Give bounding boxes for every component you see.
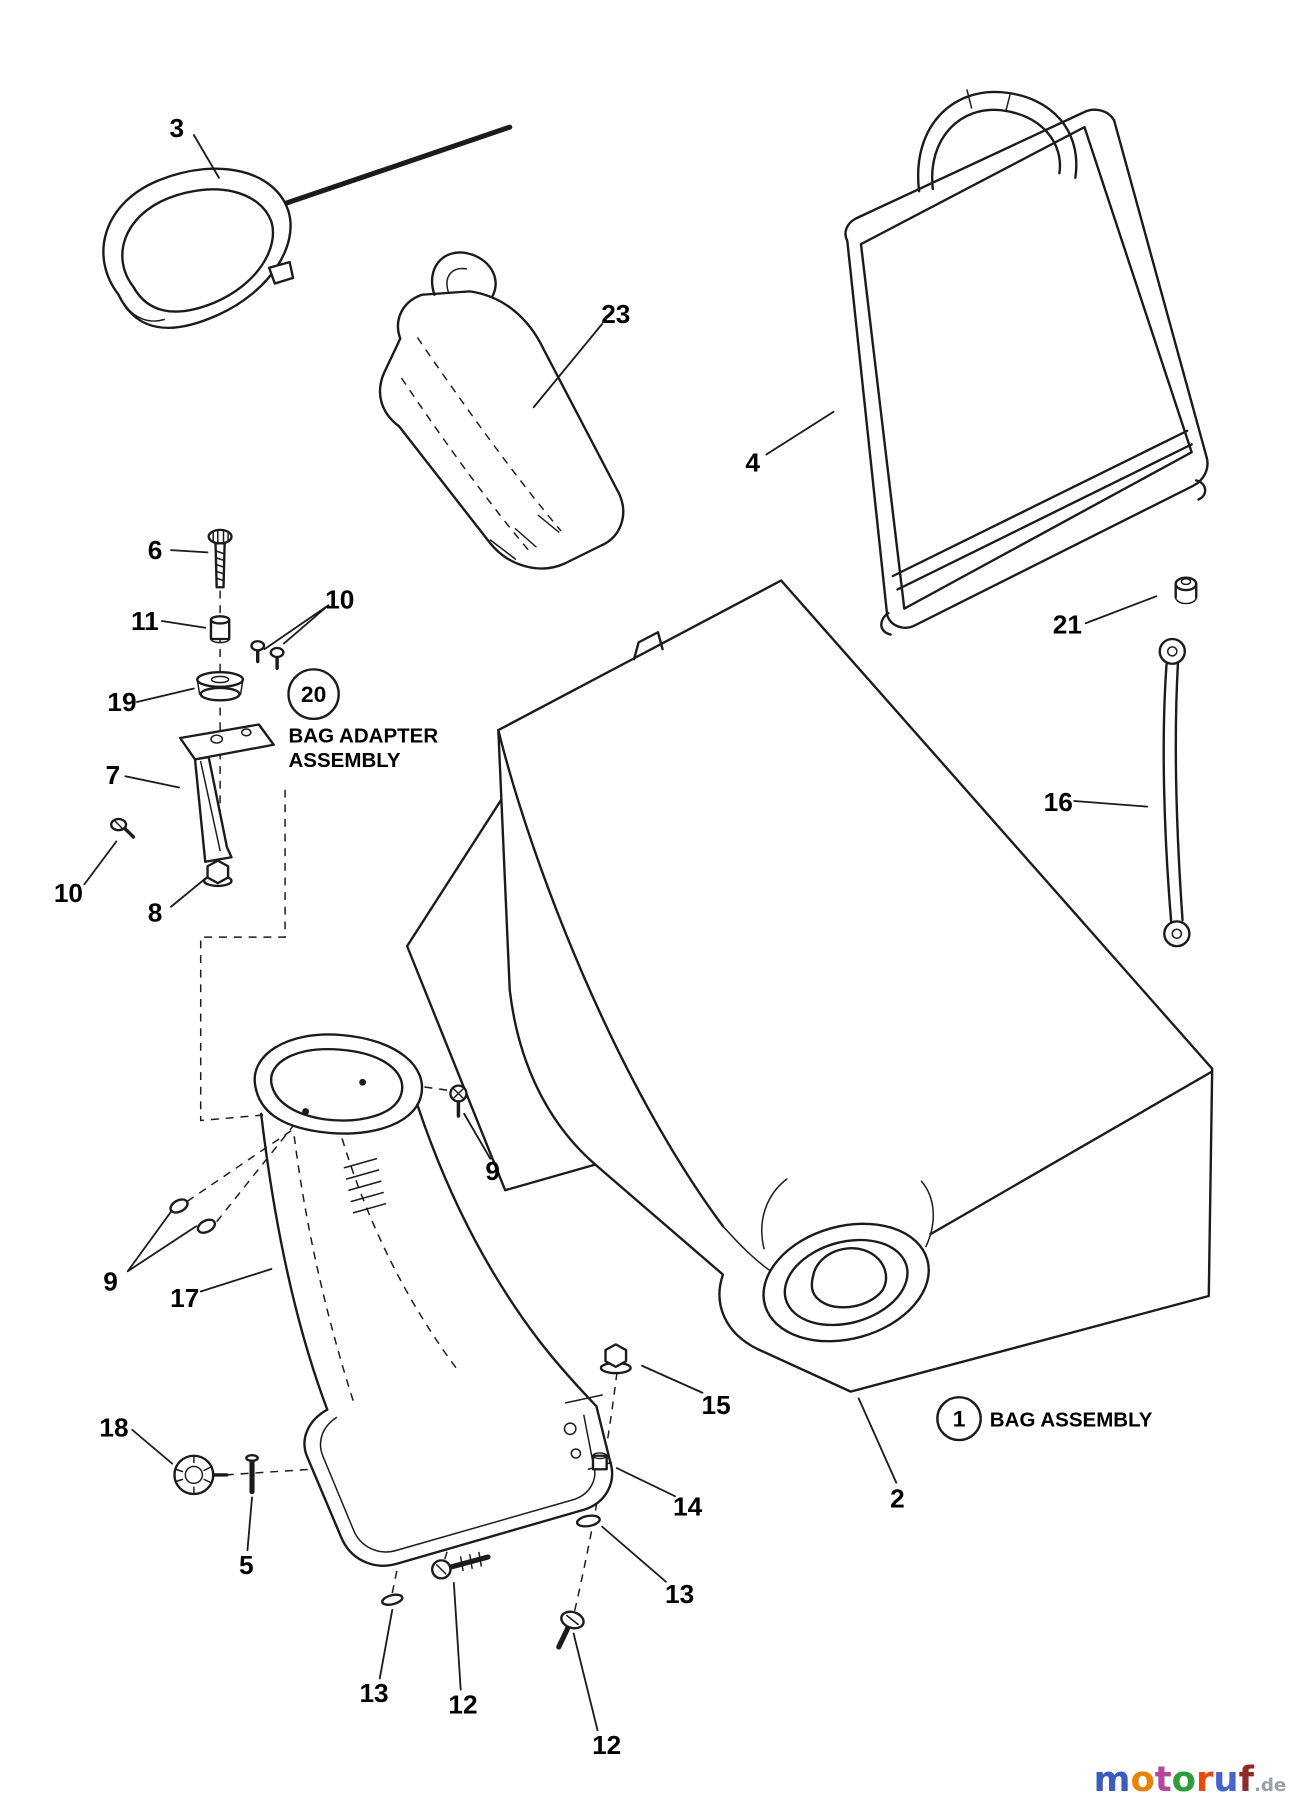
part-3-band-clamp: [102, 124, 513, 329]
callout-21: 21: [1053, 610, 1082, 640]
callout-10-left: 10: [54, 878, 83, 908]
part-12-screw-mid: [430, 1551, 491, 1580]
logo-letter[interactable]: f: [1239, 1759, 1255, 1800]
callout-19: 19: [107, 687, 136, 717]
part-5-pin: [245, 1454, 259, 1495]
callout-12-mid: 12: [448, 1690, 477, 1720]
callout-12-right: 12: [592, 1730, 621, 1760]
part-15-flange-nut: [599, 1343, 632, 1375]
part-8-flange-nut: [202, 859, 233, 888]
callout-2: 2: [890, 1484, 905, 1514]
label-bag-adapter-assembly-line1: BAG ADAPTER: [289, 726, 439, 748]
callout-7: 7: [106, 760, 121, 790]
logo-letter[interactable]: m: [1094, 1759, 1131, 1800]
bag-opening: [762, 1222, 930, 1343]
callout-5: 5: [239, 1550, 254, 1580]
part-18-knob: [173, 1454, 229, 1496]
part-14-spacer: [591, 1452, 608, 1471]
part-7-bracket: [178, 723, 275, 863]
part-19-washer-stack: [196, 671, 245, 702]
motoruf-logo[interactable]: motoruf.de: [1094, 1759, 1287, 1800]
part-10-screws-right: [250, 640, 285, 670]
callout-11: 11: [131, 606, 159, 636]
logo-letter[interactable]: o: [1172, 1759, 1196, 1800]
callout-13-right: 13: [665, 1579, 694, 1609]
part-13-washer-mid: [381, 1593, 404, 1606]
part-16-support-rod: [1158, 637, 1191, 948]
part-11-spacer: [209, 615, 231, 644]
callout-10-right: 10: [325, 585, 354, 615]
logo-letter[interactable]: t: [1155, 1759, 1172, 1800]
part-10-screw-left: [109, 817, 136, 839]
callout-9-left: 9: [103, 1267, 118, 1297]
part-4-bag-frame: [844, 89, 1209, 636]
callout-18: 18: [99, 1413, 128, 1443]
badge-circle-bag-adapter: [287, 668, 340, 721]
badge-number-20: 20: [301, 681, 326, 707]
logo-letter[interactable]: o: [1130, 1759, 1154, 1800]
part-13-washer-right: [575, 1514, 601, 1528]
part-17-chute-tube: [253, 1033, 614, 1567]
callout-3: 3: [169, 113, 184, 143]
part-9-screws-left: [169, 1198, 217, 1234]
part-6-carriage-bolt: [207, 528, 233, 589]
callout-17: 17: [170, 1283, 199, 1313]
callout-4: 4: [745, 448, 760, 478]
logo-letter[interactable]: r: [1196, 1759, 1214, 1800]
label-bag-assembly: BAG ASSEMBLY: [990, 1410, 1153, 1432]
part-9-screw-top: [449, 1084, 468, 1118]
callout-6: 6: [148, 535, 163, 565]
callout-23: 23: [601, 299, 630, 329]
part-21-cap: [1174, 576, 1198, 605]
callout-9-top: 9: [485, 1156, 500, 1186]
callout-14: 14: [673, 1492, 703, 1522]
part-12-screw-right: [556, 1610, 585, 1650]
callout-8: 8: [148, 898, 163, 928]
callout-13-mid: 13: [359, 1678, 388, 1708]
part-23-deflector: [378, 251, 625, 570]
logo-letter[interactable]: u: [1213, 1759, 1238, 1800]
logo-suffix[interactable]: .de: [1254, 1775, 1286, 1796]
part-2-grass-bag: [405, 579, 1214, 1393]
label-bag-adapter-assembly-line2: ASSEMBLY: [289, 750, 402, 772]
callout-16: 16: [1044, 787, 1073, 817]
badge-number-1: 1: [953, 1406, 966, 1432]
callout-15: 15: [702, 1390, 731, 1420]
leader-lines: [83, 134, 1158, 1732]
badge-circle-bag-assembly: [936, 1396, 982, 1442]
